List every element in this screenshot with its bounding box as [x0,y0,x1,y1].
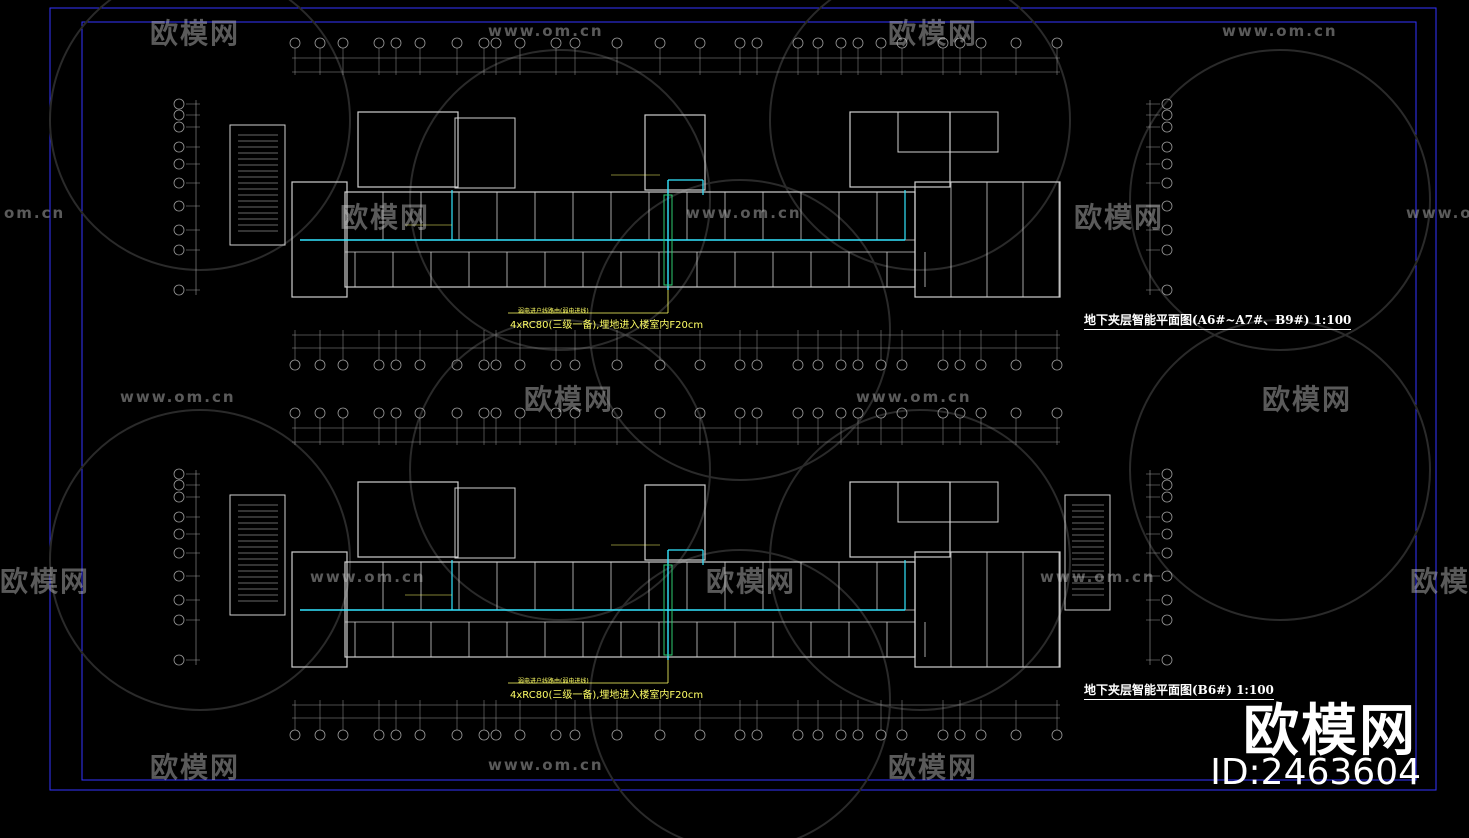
core-center [644,114,706,191]
inner-frame [81,21,1417,781]
axis-bubble [1161,224,1173,236]
conduit-note-b: 4xRC80(三级一备),埋地进入楼室内F20cm [510,690,704,701]
brand-id: ID:2463604 [1210,752,1421,793]
core-right-b [897,111,999,153]
plan-a-title: 地下夹层智能平面图(A6#~A7#、B9#) 1:100 [1084,311,1352,330]
watermark-brand: 欧模网 [0,565,91,598]
core-left-b [454,487,516,559]
watermark-ring [1129,319,1431,621]
axis-bubble [173,224,185,236]
axis-bubble [1161,614,1173,626]
watermark-brand: 欧模网 [150,751,241,784]
axis-bubble [173,98,185,110]
axis-bubble [173,528,185,540]
watermark-url: www.om.cn [686,204,802,222]
watermark-ring [769,0,1071,271]
watermark-ring [769,409,1071,711]
watermark-ring [1129,49,1431,351]
watermark-ring [589,549,891,838]
conduit-note-b-top: 弱电进户线路由(弱电进线) [518,678,589,685]
axis-bubble [173,511,185,523]
watermark-url: www.om.cn [856,388,972,406]
axis-bubble [173,158,185,170]
conduit-sleeve [663,194,673,286]
stair-core [229,494,286,616]
brand-logo: 欧模网 [1243,699,1417,764]
core-right-b [897,481,999,523]
plan-b-title: 地下夹层智能平面图(B6#) 1:100 [1084,681,1274,700]
conduit-note-a-top: 弱电进户线路由(弱电进线) [518,308,589,315]
watermark-brand: 欧模网 [706,565,797,598]
watermark-url: www.om.cn [488,756,604,774]
watermark-url: om.cn [4,204,66,222]
axis-bubble [173,654,185,666]
axis-bubble [1161,244,1173,256]
axis-bubble [1161,141,1173,153]
axis-bubble [1161,528,1173,540]
watermark-ring [49,409,351,711]
watermark-brand: 欧模网 [524,383,615,416]
watermark-brand: 欧模网 [1262,383,1353,416]
axis-bubble [1161,158,1173,170]
watermark-url: www.om.cn [310,568,426,586]
conduit-note-a: 4xRC80(三级一备),埋地进入楼室内F20cm [510,320,704,331]
conduit-sleeve [663,564,673,656]
axis-bubble [1161,200,1173,212]
watermark-url: www.om.cn [488,22,604,40]
axis-bubble [173,141,185,153]
core-center [644,484,706,561]
axis-bubble [173,594,185,606]
watermark-ring [409,319,711,621]
axis-bubble [173,109,185,121]
watermark-url: www.om.cn [1222,22,1338,40]
axis-bubble [173,468,185,480]
axis-bubble [1161,98,1173,110]
core-left [357,111,459,188]
axis-bubble [1161,177,1173,189]
axis-bubble [173,547,185,559]
axis-bubble [1161,468,1173,480]
axis-bubble [173,177,185,189]
axis-bubble [1161,570,1173,582]
watermark-brand: 欧模网 [888,751,979,784]
axis-bubble [173,121,185,133]
axis-bubble [173,244,185,256]
stair-core-b [1064,494,1111,611]
watermark-ring [589,179,891,481]
axis-bubble [173,491,185,503]
core-left [357,481,459,558]
axis-bubble [1161,491,1173,503]
axis-bubble [173,614,185,626]
axis-bubble [173,479,185,491]
axis-bubble [173,200,185,212]
axis-bubble [1161,479,1173,491]
axis-bubble [1161,594,1173,606]
axis-bubble [1161,654,1173,666]
axis-bubble [1161,121,1173,133]
watermark-ring [49,0,351,271]
watermark-url: www.om.cn [1406,204,1469,222]
watermark-url: www.om.cn [120,388,236,406]
axis-bubble [1161,547,1173,559]
watermark-brand: 欧模网 [150,17,241,50]
axis-bubble [173,570,185,582]
watermark-brand: 欧模网 [888,17,979,50]
watermark-brand: 欧模网 [340,201,431,234]
core-left-b [454,117,516,189]
axis-bubble [1161,109,1173,121]
outer-frame [49,7,1437,791]
watermark-brand: 欧模网 [1410,565,1469,598]
watermark-url: www.om.cn [1040,568,1156,586]
axis-bubble [173,284,185,296]
axis-bubble [1161,511,1173,523]
watermark-ring [409,49,711,351]
axis-bubble [1161,284,1173,296]
stair-core [229,124,286,246]
watermark-brand: 欧模网 [1074,201,1165,234]
